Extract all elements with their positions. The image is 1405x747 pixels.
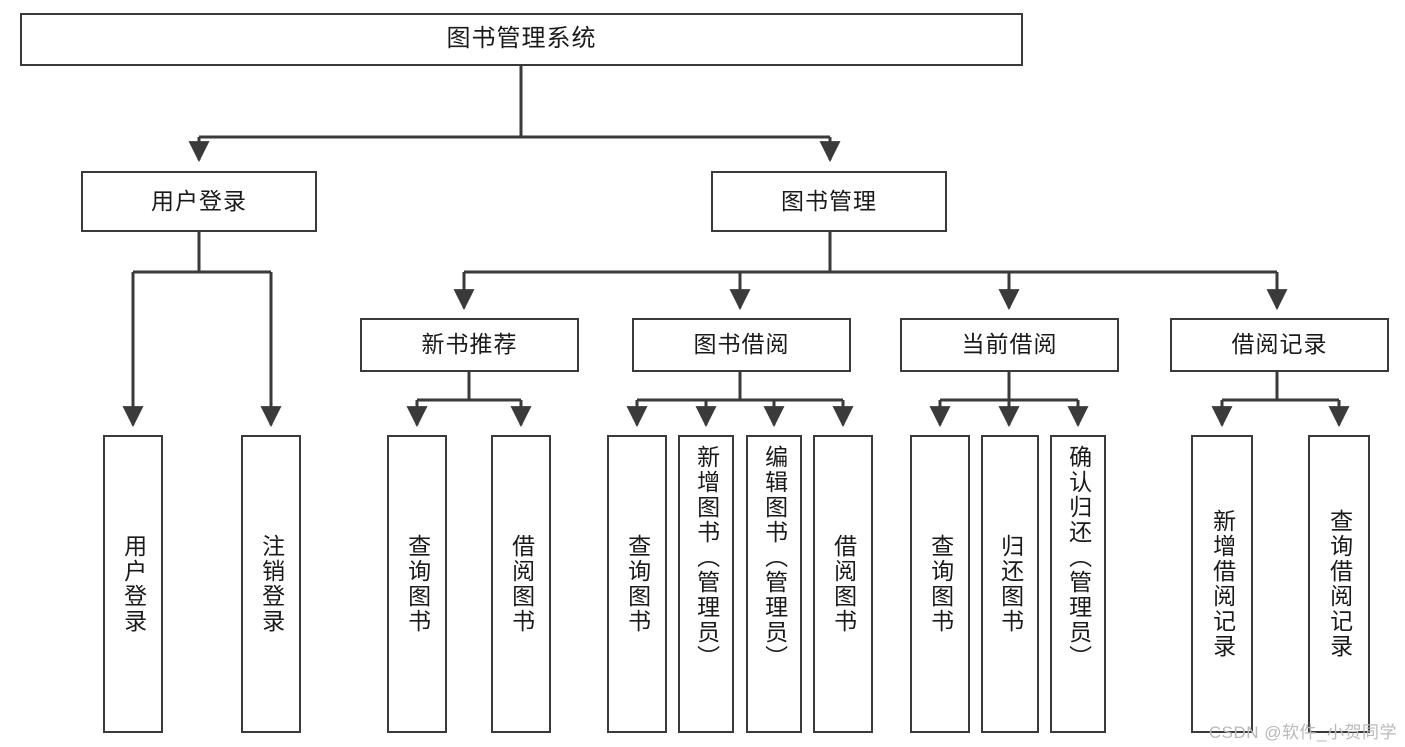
leaf-return-book-label: 归还图书 [997, 534, 1024, 634]
leaf-add-book[interactable]: 新增图书（管理员） [678, 435, 734, 733]
leaf-borrow-book-2[interactable]: 借阅图书 [813, 435, 873, 733]
leaf-logout[interactable]: 注销登录 [241, 435, 301, 733]
node-current-borrow[interactable]: 当前借阅 [900, 318, 1119, 372]
node-root-label: 图书管理系统 [446, 25, 597, 53]
leaf-query-book-3-label: 查询图书 [927, 534, 954, 634]
node-user-login-label: 用户登录 [151, 187, 247, 214]
leaf-query-book-3[interactable]: 查询图书 [910, 435, 970, 733]
leaf-borrow-book-1[interactable]: 借阅图书 [491, 435, 551, 733]
node-book-borrow-label: 图书借阅 [693, 331, 790, 358]
node-borrow-record[interactable]: 借阅记录 [1170, 318, 1389, 372]
leaf-add-record[interactable]: 新增借阅记录 [1191, 435, 1253, 733]
node-current-borrow-label: 当前借阅 [961, 331, 1058, 358]
csdn-watermark: CSDN @软件_小贺同学 [1208, 723, 1397, 742]
leaf-query-book-1-label: 查询图书 [404, 534, 431, 634]
leaf-edit-book[interactable]: 编辑图书（管理员） [746, 435, 802, 733]
leaf-confirm-return-label: 确认归还（管理员） [1065, 445, 1092, 670]
leaf-user-login-label: 用户登录 [120, 534, 147, 634]
leaf-user-login[interactable]: 用户登录 [103, 435, 163, 733]
leaf-query-record-label: 查询借阅记录 [1326, 509, 1353, 659]
leaf-query-record[interactable]: 查询借阅记录 [1308, 435, 1370, 733]
leaf-borrow-book-2-label: 借阅图书 [830, 534, 857, 634]
node-new-book-recommend[interactable]: 新书推荐 [360, 318, 579, 372]
node-book-management[interactable]: 图书管理 [711, 171, 947, 232]
node-user-login[interactable]: 用户登录 [81, 171, 317, 232]
node-borrow-record-label: 借阅记录 [1231, 331, 1328, 358]
leaf-edit-book-label: 编辑图书（管理员） [761, 445, 788, 670]
node-new-book-recommend-label: 新书推荐 [421, 331, 518, 358]
leaf-borrow-book-1-label: 借阅图书 [508, 534, 535, 634]
leaf-query-book-2-label: 查询图书 [624, 534, 651, 634]
leaf-query-book-2[interactable]: 查询图书 [607, 435, 667, 733]
node-book-management-label: 图书管理 [781, 187, 877, 214]
leaf-query-book-1[interactable]: 查询图书 [387, 435, 447, 733]
leaf-confirm-return[interactable]: 确认归还（管理员） [1050, 435, 1106, 733]
leaf-add-record-label: 新增借阅记录 [1209, 509, 1236, 659]
leaf-logout-label: 注销登录 [258, 534, 285, 634]
node-book-borrow[interactable]: 图书借阅 [632, 318, 851, 372]
node-root[interactable]: 图书管理系统 [20, 13, 1023, 66]
leaf-add-book-label: 新增图书（管理员） [693, 445, 720, 670]
leaf-return-book[interactable]: 归还图书 [981, 435, 1039, 733]
